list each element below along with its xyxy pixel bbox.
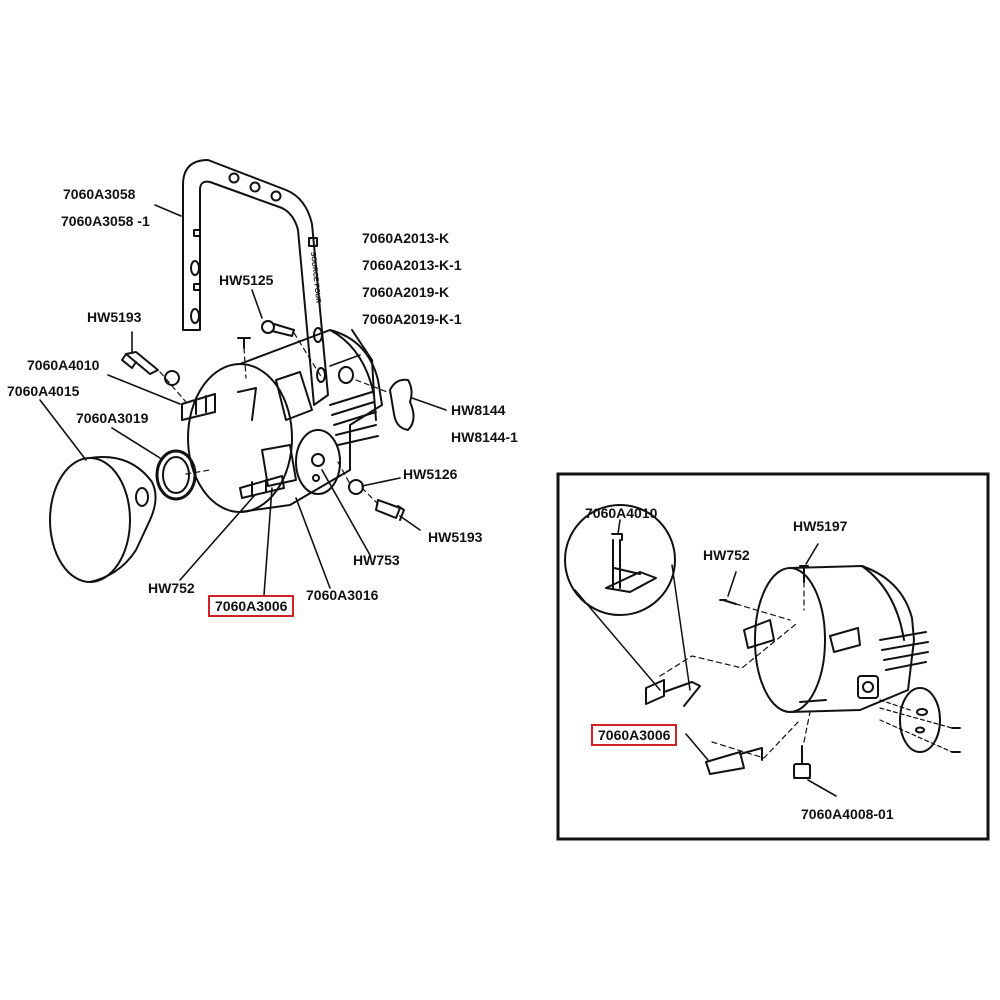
yoke-marking: SOURCE FOUR — [309, 251, 321, 303]
inset-label-7060a4008-01: 7060A4008-01 — [801, 806, 894, 822]
label-7060a4010: 7060A4010 — [27, 357, 100, 373]
label-yoke-b: 7060A3058 -1 — [61, 213, 150, 229]
label-hw5125: HW5125 — [219, 272, 274, 288]
ring-7060a3019-inner — [162, 456, 190, 494]
label-hw5126: HW5126 — [403, 466, 458, 482]
inset-assembly-lines — [659, 581, 811, 759]
inset-frame — [556, 472, 990, 841]
inset-screw-hw5197 — [799, 565, 809, 583]
inset-label-7060a4010: 7060A4010 — [585, 505, 658, 521]
label-hw753: HW753 — [353, 552, 400, 568]
screw-hw5193-top — [121, 351, 180, 386]
inset-clip-upper — [645, 679, 701, 707]
label-7060a4015: 7060A4015 — [7, 383, 80, 399]
detail-circle — [564, 504, 676, 616]
inset-knob — [793, 745, 811, 779]
ring-7060a3019 — [155, 449, 197, 501]
inset-body — [743, 565, 929, 713]
label-hw5193-top: HW5193 — [87, 309, 142, 325]
clip-detail — [605, 533, 657, 593]
inset-label-hw752: HW752 — [703, 547, 750, 563]
leader-lines — [39, 204, 447, 596]
plate-7060a3016 — [295, 429, 341, 495]
label-7060a3016: 7060A3016 — [306, 587, 379, 603]
inset-plate — [879, 687, 961, 753]
label-hw5193-bottom: HW5193 — [428, 529, 483, 545]
screw-hw5125 — [237, 320, 295, 349]
label-hw752: HW752 — [148, 580, 195, 596]
label-7060a3019: 7060A3019 — [76, 410, 149, 426]
bracket-7060a3006 — [239, 475, 285, 499]
main-body — [187, 329, 383, 513]
clip-7060a4010 — [181, 393, 216, 421]
label-hw8144: HW8144 — [451, 402, 506, 418]
screw-hw5193-bottom — [348, 479, 405, 521]
inset-label-hw5197: HW5197 — [793, 518, 848, 534]
label-7060a3006: 7060A3006 — [208, 595, 295, 617]
inset-screw-hw752 — [719, 599, 737, 605]
label-yoke-a: 7060A3058 — [63, 186, 136, 202]
label-body-c: 7060A2019-K — [362, 284, 450, 300]
label-body-b: 7060A2013-K-1 — [362, 257, 462, 273]
yoke — [182, 159, 329, 406]
label-hw8144-1: HW8144-1 — [451, 429, 518, 445]
assembly-lines — [159, 332, 391, 505]
inset-bracket-7060a3006 — [705, 747, 763, 775]
knob-hw8144 — [338, 366, 415, 431]
label-body-d: 7060A2019-K-1 — [362, 311, 462, 327]
inset-label-7060a3006: 7060A3006 — [591, 724, 678, 746]
label-body-a: 7060A2013-K — [362, 230, 450, 246]
reflector — [49, 456, 157, 583]
